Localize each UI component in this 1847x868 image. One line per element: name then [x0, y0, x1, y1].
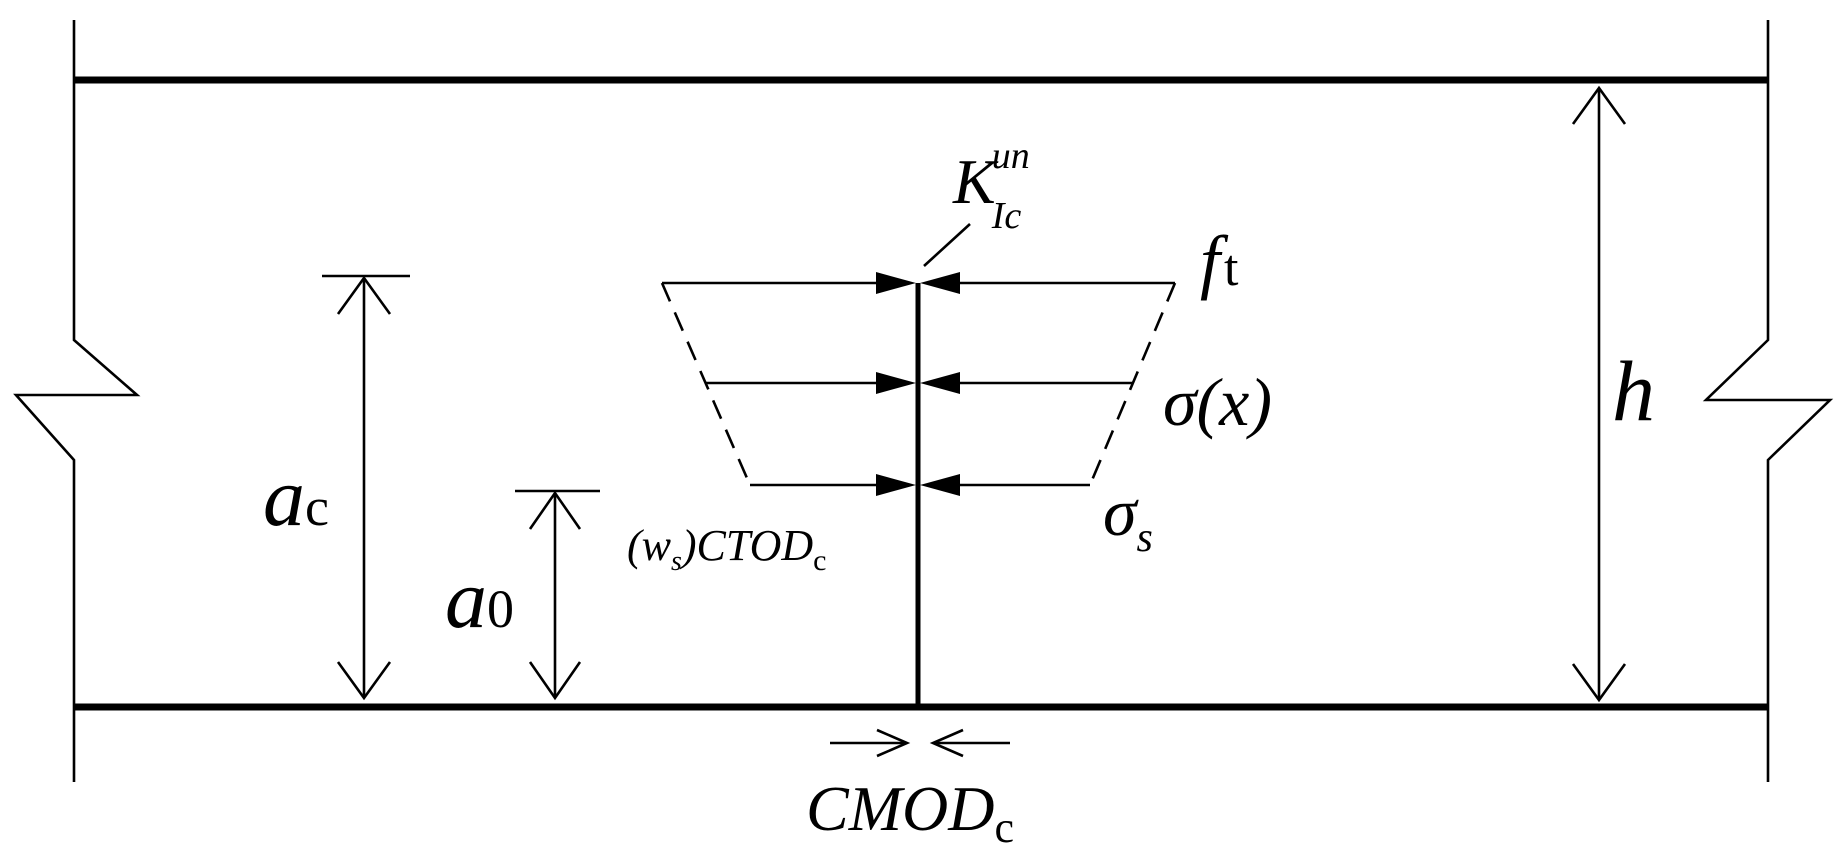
stress-envelope-left — [660, 282, 752, 486]
stress-arrowhead-bottom-left — [876, 474, 916, 496]
stress-arrowhead-mid-right — [920, 372, 960, 394]
softening-stress-label: σs — [1103, 474, 1153, 561]
stress-arrowhead-top-right — [920, 272, 960, 294]
tensile-strength-label: ft — [1200, 221, 1239, 301]
critical-crack-length-label: ac — [263, 451, 329, 544]
initial-crack-length-dimension — [515, 489, 600, 701]
stress-arrowhead-mid-left — [876, 372, 916, 394]
initial-crack-length-label: a0 — [445, 553, 514, 646]
cohesive-stress-distribution — [660, 223, 1177, 496]
stress-envelope-right — [1088, 282, 1177, 486]
left-break-line — [13, 20, 141, 782]
beam-height-dimension — [1571, 85, 1627, 703]
stress-function-label: σ(x) — [1163, 364, 1272, 440]
crack-mouth-opening-arrows — [830, 728, 1010, 758]
right-break-line — [1702, 20, 1834, 782]
critical-crack-length-dimension — [322, 274, 410, 701]
crack-tip-leader-line — [923, 223, 971, 267]
crack-tip-opening-label: (ws)CTODc — [627, 521, 826, 577]
beam-height-label: h — [1612, 343, 1655, 439]
stress-arrowhead-top-left — [876, 272, 916, 294]
beam-outline — [13, 20, 1834, 782]
stress-arrowhead-bottom-right — [920, 474, 960, 496]
crack-mouth-opening-label: CMODc — [806, 773, 1014, 852]
